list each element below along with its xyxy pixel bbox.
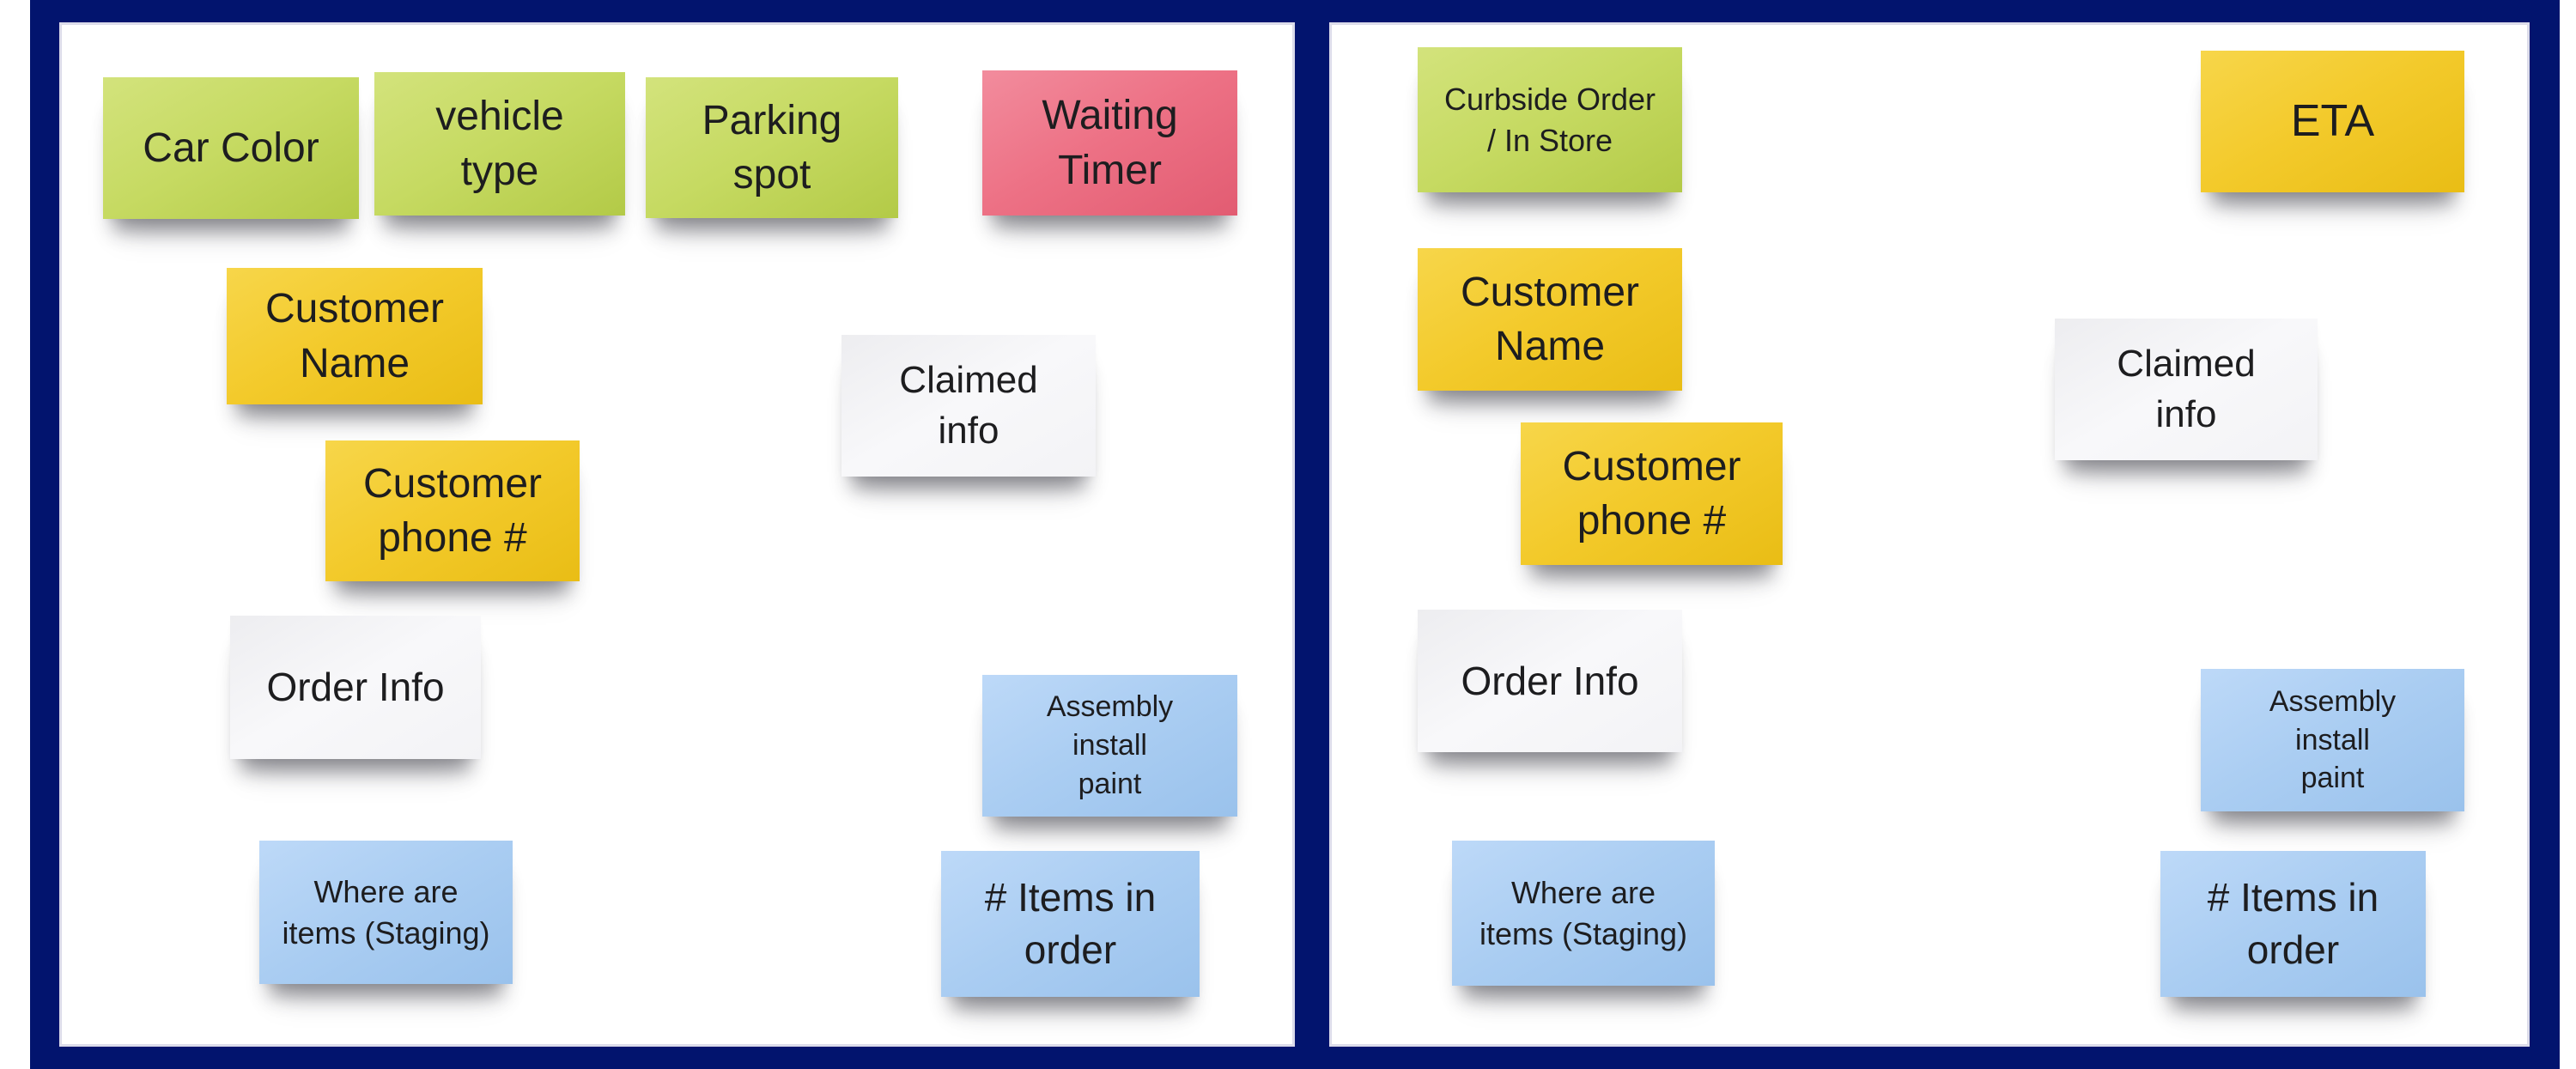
sticky-note-curbside-or-in-store[interactable]: Curbside Order/ In Store — [1418, 47, 1682, 192]
sticky-note-text: ETA — [2290, 96, 2375, 147]
sticky-note-text: Car Color — [143, 125, 319, 171]
sticky-note-car-color[interactable]: Car Color — [103, 77, 359, 219]
sticky-note-eta[interactable]: ETA — [2201, 51, 2464, 192]
sticky-note-order-info-left[interactable]: Order Info — [230, 616, 481, 759]
sticky-note-order-info-right[interactable]: Order Info — [1418, 610, 1682, 752]
sticky-note-text: Order Info — [1461, 658, 1639, 703]
sticky-note-text: Curbside Order/ In Store — [1443, 81, 1656, 158]
sticky-note-text: Order Info — [266, 665, 445, 710]
